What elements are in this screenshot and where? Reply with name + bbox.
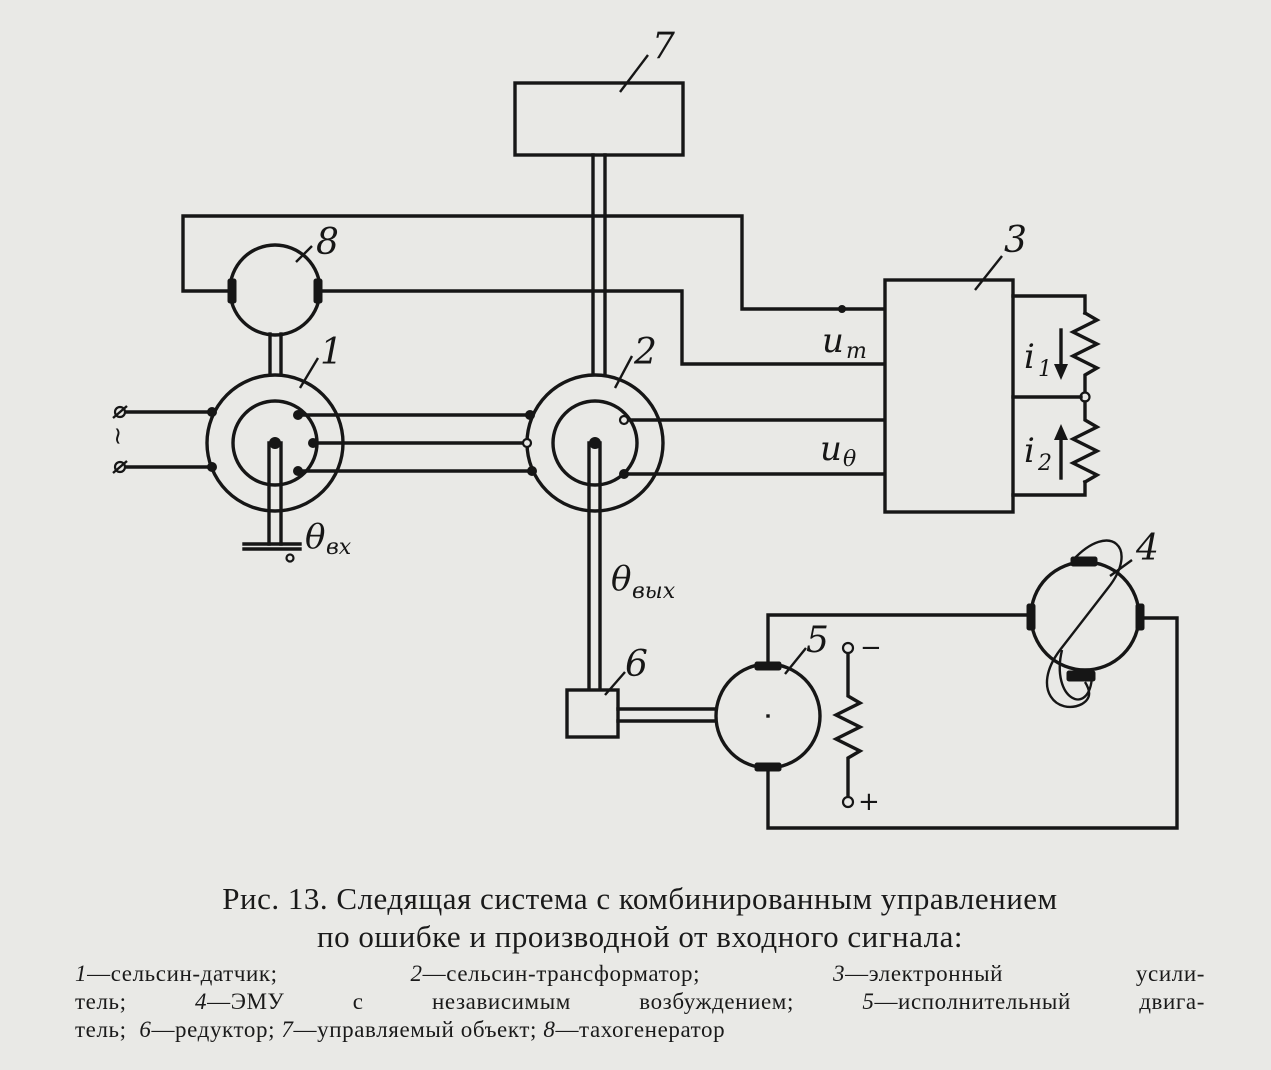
label-u-theta: u — [820, 429, 842, 469]
emu-brush-bottom — [1066, 670, 1096, 682]
legend-text-8: —тахогенератор — [555, 1017, 726, 1042]
leader-5 — [784, 647, 807, 675]
legend-text-2: —сельсин-трансформатор; — [422, 961, 701, 986]
coil-i1 — [1069, 310, 1101, 398]
electronic-amplifier — [883, 278, 1015, 514]
legend-text-7: —управляемый объект; — [293, 1017, 537, 1042]
legend-key-7: 7 — [281, 1017, 294, 1042]
wire-motor-top — [766, 613, 1029, 664]
node-err-bottom — [619, 469, 629, 479]
leader-8 — [295, 245, 313, 263]
label-i2: i — [1024, 431, 1035, 471]
label-theta-out-sub: вых — [632, 579, 676, 604]
tacho-brush-left — [227, 278, 237, 304]
leader-3 — [974, 255, 1003, 291]
emu-short-circuit-loop — [1045, 539, 1123, 709]
caption-line-1: Рис. 13. Следящая система с комбинирован… — [222, 881, 1058, 916]
legend-text-4: —ЭМУ с независимым возбуждением; — [207, 989, 794, 1014]
motor-excitation — [832, 641, 864, 809]
label-2: 2 — [633, 332, 657, 373]
legend-key-1: 1 — [75, 961, 88, 986]
legend-key-4: 4 — [195, 989, 208, 1014]
node-supply-2 — [207, 462, 217, 472]
node-ut-top — [838, 305, 846, 313]
label-i1: i — [1024, 337, 1035, 377]
label-3: 3 — [1004, 220, 1027, 261]
label-theta-in: θ — [305, 517, 325, 557]
legend-text-3: —электронный усили- — [845, 961, 1205, 986]
node-tr-2 — [521, 437, 533, 449]
wire-amp-out-bottom — [1011, 480, 1087, 497]
legend-key-3: 3 — [833, 961, 846, 986]
leader-6 — [604, 671, 626, 696]
legend-line-3: тель; 6—редуктор; 7—управляемый объект; … — [75, 1016, 1205, 1044]
wire-amp-out-top — [1011, 294, 1087, 315]
label-theta-out: θ — [611, 559, 631, 599]
legend-key-8: 8 — [543, 1017, 556, 1042]
coil-i2 — [1069, 400, 1101, 485]
tachogenerator — [228, 243, 322, 337]
label-7: 7 — [652, 26, 675, 67]
leader-1 — [298, 357, 320, 389]
output-shaft — [587, 437, 602, 694]
supply-voltage-symbol: ~ — [104, 426, 132, 446]
caption-line-2: по ошибке и производной от входного сигн… — [317, 919, 963, 954]
label-1: 1 — [320, 332, 343, 373]
arrow-i1-down — [1054, 328, 1068, 380]
legend-line-2: тель; 4—ЭМУ с независимым возбуждением; … — [75, 988, 1205, 1016]
label-i1-sub: 1 — [1038, 357, 1052, 382]
node-tr-3 — [527, 466, 537, 476]
label-8: 8 — [316, 222, 339, 263]
wire-motor-bottom — [766, 616, 1179, 830]
leader-7 — [619, 54, 649, 93]
emu-brush-left — [1026, 603, 1036, 631]
node-err-top — [618, 414, 630, 426]
legend-text-5: —исполнительный двига- — [874, 989, 1205, 1014]
label-4: 4 — [1135, 528, 1159, 569]
label-6: 6 — [625, 644, 648, 685]
three-phase-link — [293, 410, 534, 476]
excitation-minus: − — [860, 633, 882, 663]
figure-caption: Рис. 13. Следящая система с комбинирован… — [60, 880, 1220, 956]
legend-text-3b: тель; — [75, 989, 127, 1014]
label-u-theta-sub: θ — [843, 447, 856, 472]
wire-tacho-left-to-amplifier — [181, 214, 887, 311]
emu-brush-right — [1135, 603, 1145, 631]
node-supply-1 — [207, 407, 217, 417]
node-tr-1 — [525, 410, 535, 420]
input-shaft-handle — [242, 437, 302, 563]
label-u-t-sub: т — [846, 339, 867, 364]
terminal-slash-1 — [112, 405, 128, 419]
servo-system-schematic: 7 8 1 θ вх ~ — [104, 26, 1179, 830]
legend-key-2: 2 — [410, 961, 423, 986]
emu-cross-winding — [1058, 649, 1094, 701]
tacho-brush-right — [313, 278, 323, 304]
legend-text-6: —редуктор; — [151, 1017, 276, 1042]
label-theta-in-sub: вх — [326, 535, 352, 560]
legend-line-1: 1—сельсин-датчик; 2—сельсин-трансформато… — [75, 960, 1205, 988]
shaft-object-to-transformer — [591, 153, 607, 400]
emu-brush-top — [1070, 556, 1098, 567]
arrow-i2-up — [1054, 424, 1068, 480]
figure-legend: 1—сельсин-датчик; 2—сельсин-трансформато… — [75, 960, 1205, 1044]
terminal-slash-2 — [112, 460, 128, 474]
legend-key-6: 6 — [139, 1017, 152, 1042]
leader-4 — [1109, 559, 1133, 577]
label-i2-sub: 2 — [1037, 451, 1052, 476]
controlled-object-box — [513, 81, 685, 157]
shaft-tacho-to-sensor — [268, 332, 283, 376]
excitation-plus: + — [858, 787, 880, 817]
legend-key-5: 5 — [862, 989, 875, 1014]
wire-tacho-right-to-amplifier — [316, 289, 887, 366]
legend-text-1: —сельсин-датчик; — [87, 961, 278, 986]
gearbox — [565, 688, 620, 739]
legend-text-5b: тель; — [75, 1017, 127, 1042]
label-u-t: u — [822, 321, 844, 361]
leader-2 — [613, 355, 634, 389]
label-5: 5 — [806, 620, 829, 661]
